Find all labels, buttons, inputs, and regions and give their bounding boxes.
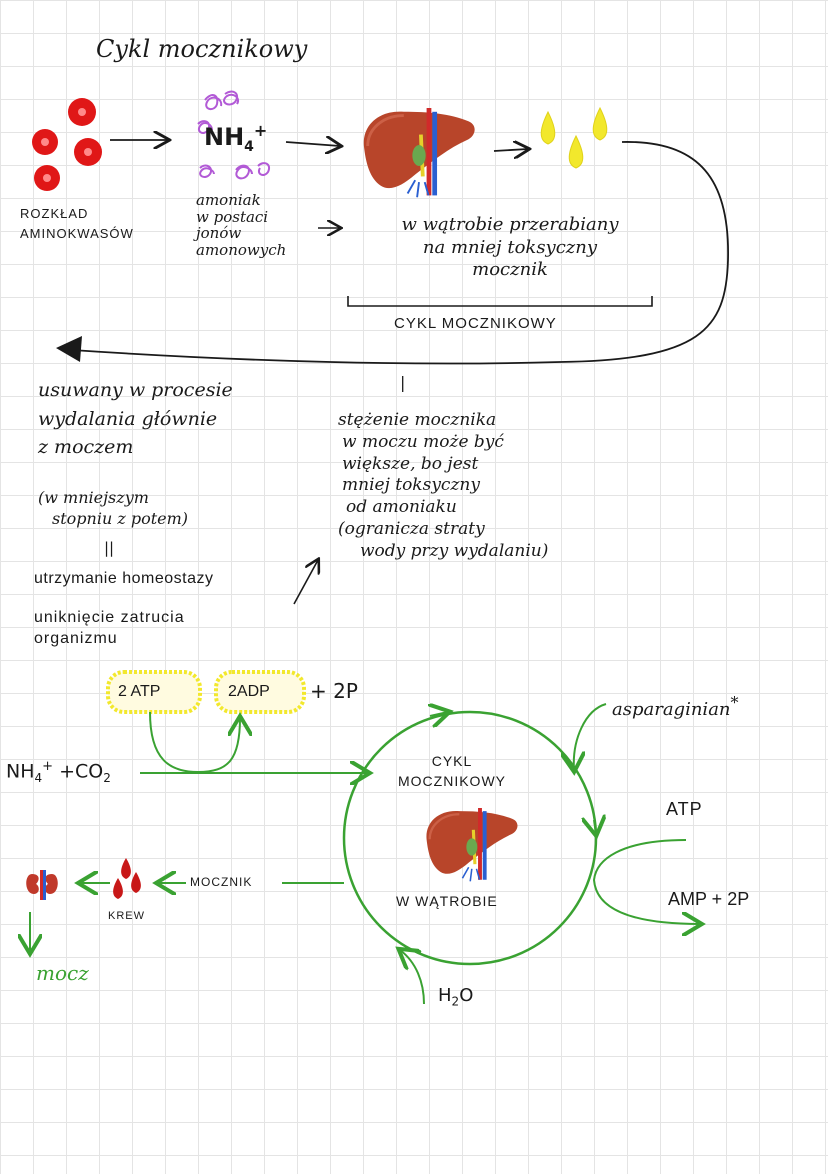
sweat-note: (w mniejszym stopniu z potem) [38, 488, 189, 528]
amino-acid-breakdown-label: ROZKŁAD AMINOKWASÓW [20, 206, 134, 241]
cycle-liver-icon [424, 806, 520, 883]
water-label: H2O [438, 985, 474, 1009]
poisoning-text: uniknięcie zatrucia organizmu [34, 609, 185, 647]
excretion-text: usuwany w procesie wydalania głównie z m… [38, 379, 233, 458]
cycle-center-label: CYKL MOCZNIKOWY [398, 753, 506, 789]
loop-arrow [71, 141, 729, 365]
arrow-to-liver [285, 142, 340, 146]
water-arrow [400, 950, 425, 1005]
kidney-icon [26, 870, 58, 900]
aspartate-arrow [574, 703, 607, 770]
blood-drops-icon [113, 858, 141, 899]
blood-label: KREW [108, 910, 145, 922]
location-label: W WĄTROBIE [396, 893, 498, 909]
atp-output-label: ATP [666, 799, 703, 819]
equals-sign: || [104, 539, 115, 557]
atp-adp-arc [149, 711, 240, 774]
page-title: Cykl mocznikowy [96, 35, 308, 63]
concentration-text: stężenie mocznika w moczu może być więks… [338, 410, 549, 561]
bracket-label: CYKL MOCZNIKOWY [394, 315, 557, 332]
urea-drops-icon [540, 106, 608, 169]
phosphate-label: + 2P [310, 679, 358, 703]
ammonia-description: amoniak w postaci jonów amonowych [196, 191, 287, 259]
cycle-right-arrow [594, 820, 596, 834]
ammonium-scribble-icon [197, 90, 270, 180]
cycle-top-arrow [430, 712, 448, 716]
urea-label: MOCZNIK [190, 875, 253, 889]
liver-icon [361, 106, 477, 200]
loop-arrowhead-icon [56, 336, 82, 362]
urine-label: mocz [36, 961, 89, 985]
amp-output-label: AMP + 2P [668, 889, 750, 909]
divider-mark: | [400, 373, 406, 392]
arrow-up [293, 560, 318, 605]
adp-output-label: 2ADP [228, 683, 270, 700]
adp-glow [214, 670, 306, 714]
blood-cells-icon [32, 98, 102, 191]
atp-input-label: 2 ATP [118, 683, 161, 700]
aspartate-label: asparaginian* [612, 693, 739, 720]
substrate-label: NH4+ +CO2 [6, 759, 111, 786]
ammonium-formula: NH4+ [204, 121, 268, 155]
arrow-to-urea [493, 149, 528, 151]
liver-processing-text: w wątrobie przerabiany na mniej toksyczn… [401, 214, 619, 280]
bracket [347, 296, 653, 307]
homeostasis-text: utrzymanie homeostazy [34, 570, 214, 587]
atp-amp-branch [592, 839, 700, 924]
atp-glow [106, 670, 202, 714]
